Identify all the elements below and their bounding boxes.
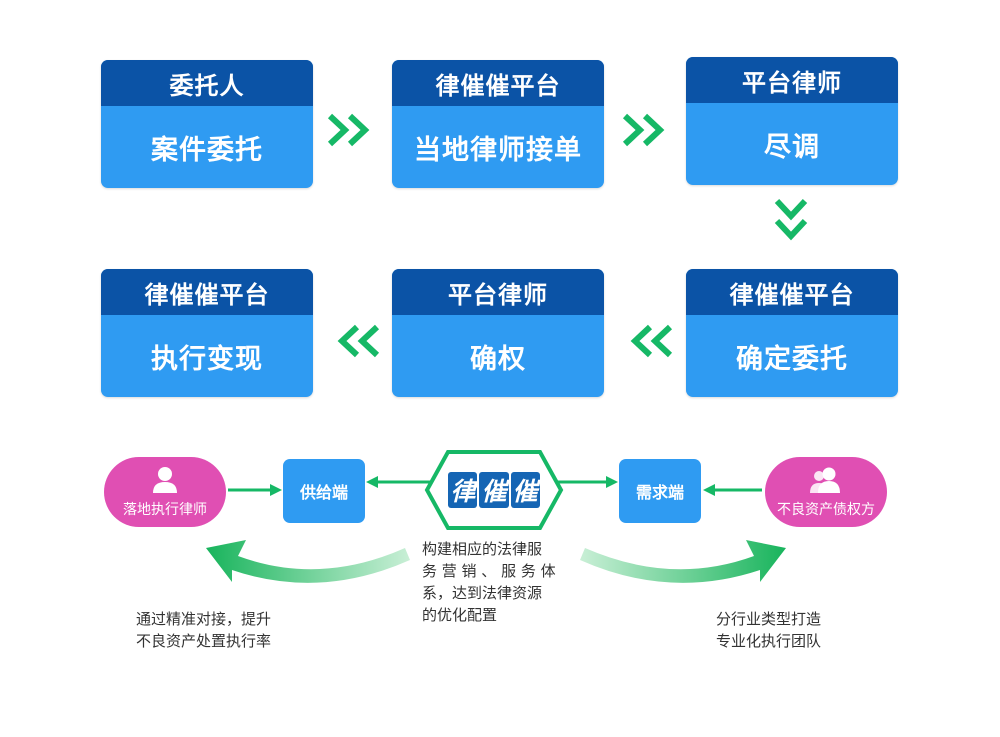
step-head: 律催催平台 — [686, 269, 898, 315]
step-body: 确定委托 — [736, 343, 848, 375]
creditor-badge: 不良资产债权方 — [765, 457, 887, 527]
step-body: 执行变现 — [151, 343, 263, 375]
left-note-line: 不良资产处置执行率 — [136, 632, 272, 650]
step-body: 确权 — [470, 343, 526, 375]
step-card-platform-accept: 律催催平台 当地律师接单 — [392, 60, 604, 188]
step-card-execution: 律催催平台 执行变现 — [101, 269, 313, 397]
center-note-line: 务 营 销 、 服 务 体 — [422, 562, 556, 580]
center-note-line: 构建相应的法律服 — [422, 540, 543, 558]
demand-node: 需求端 — [619, 459, 701, 523]
step-head: 律催催平台 — [101, 269, 313, 315]
chevron-left-icon — [630, 324, 673, 358]
chevron-right-icon — [327, 113, 370, 147]
executing-lawyer-badge: 落地执行律师 — [104, 457, 226, 527]
logo-char: 催 — [479, 472, 509, 508]
person-icon — [153, 467, 177, 493]
step-card-confirm-entrust: 律催催平台 确定委托 — [686, 269, 898, 397]
right-note-line: 分行业类型打造 — [716, 610, 822, 628]
step-head: 律催催平台 — [392, 60, 604, 106]
right-note-line: 专业化执行团队 — [716, 632, 822, 650]
step-body: 当地律师接单 — [414, 134, 582, 166]
supply-node: 供给端 — [283, 459, 365, 523]
step-head: 委托人 — [101, 60, 313, 106]
step-card-due-diligence: 平台律师 尽调 — [686, 57, 898, 185]
right-party-label: 不良资产债权方 — [777, 502, 875, 518]
chevron-right-icon — [622, 113, 665, 147]
swoosh-right-arrow — [580, 540, 786, 583]
people-icon — [810, 467, 840, 493]
logo-text: 律 催 催 — [442, 466, 546, 514]
center-note-line: 的优化配置 — [422, 606, 498, 624]
step-body: 尽调 — [764, 131, 820, 163]
chevron-down-icon — [774, 198, 808, 241]
step-head: 平台律师 — [686, 57, 898, 103]
left-note: 通过精准对接，提升 不良资产处置执行率 — [136, 608, 271, 652]
center-note: 构建相应的法律服 务 营 销 、 服 务 体 系，达到法律资源 的优化配置 — [422, 538, 556, 626]
logo-char: 律 — [448, 472, 478, 508]
left-party-label: 落地执行律师 — [123, 502, 207, 518]
swoosh-left-arrow — [206, 540, 410, 583]
logo-char: 催 — [510, 472, 540, 508]
step-body: 案件委托 — [151, 134, 263, 166]
chevron-left-icon — [337, 324, 380, 358]
step-head: 平台律师 — [392, 269, 604, 315]
center-note-line: 系，达到法律资源 — [422, 584, 543, 602]
left-note-line: 通过精准对接，提升 — [136, 610, 272, 628]
step-card-confirm-rights: 平台律师 确权 — [392, 269, 604, 397]
platform-logo: 律 催 催 — [424, 449, 564, 531]
right-note: 分行业类型打造 专业化执行团队 — [716, 608, 821, 652]
step-card-entrust-party: 委托人 案件委托 — [101, 60, 313, 188]
